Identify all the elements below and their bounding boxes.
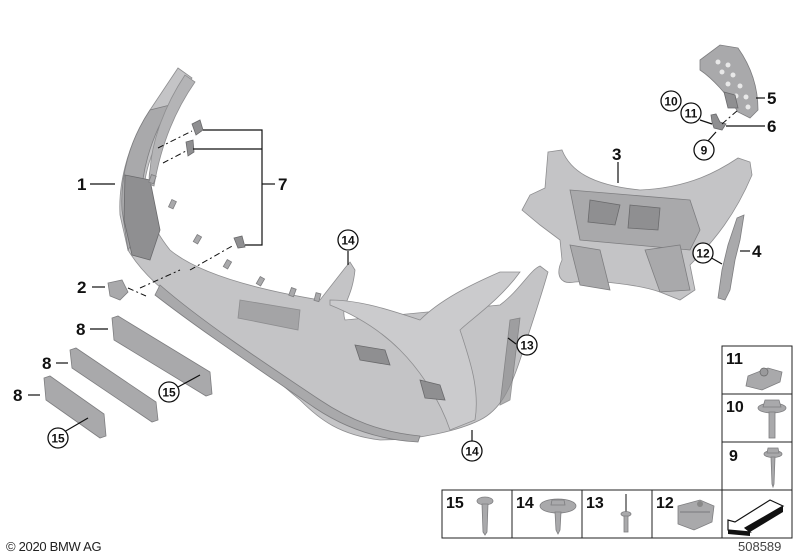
mounting-clips[interactable]: [185, 119, 246, 249]
svg-text:15: 15: [162, 386, 176, 400]
license-plate-bracket-1[interactable]: [111, 315, 213, 397]
fastener-cell-10[interactable]: 10: [726, 399, 787, 439]
hex-bolt-icon: [757, 399, 787, 439]
fastener-cell-13[interactable]: 13: [586, 494, 632, 533]
circled-callout-10: 10: [660, 90, 682, 112]
blind-rivet-icon: [620, 494, 632, 533]
bumper-trim-panel[interactable]: [119, 67, 549, 443]
svg-text:14: 14: [516, 495, 534, 512]
circled-callout-15-upper: 15: [158, 381, 180, 403]
fastener-cell-arrow: [727, 499, 785, 536]
circled-callout-11: 11: [680, 102, 702, 124]
svg-text:15: 15: [51, 432, 65, 446]
callout-5: 5: [767, 89, 776, 108]
svg-text:11: 11: [685, 107, 698, 121]
svg-text:14: 14: [465, 445, 479, 459]
svg-text:9: 9: [701, 144, 708, 158]
callout-8-b: 8: [42, 354, 51, 373]
svg-text:15: 15: [446, 495, 464, 512]
license-plate-bracket-3[interactable]: [43, 375, 107, 439]
direction-arrow-icon: [727, 499, 785, 536]
callout-8-a: 8: [76, 320, 85, 339]
fastener-table: 11 10 9 15: [441, 345, 793, 539]
fastener-cell-15[interactable]: 15: [446, 495, 494, 536]
svg-text:11: 11: [726, 351, 743, 368]
copyright-notice: © 2020 BMW AG: [6, 539, 102, 554]
callout-4: 4: [752, 242, 762, 261]
callout-2: 2: [77, 278, 86, 297]
svg-text:10: 10: [726, 399, 744, 416]
svg-text:13: 13: [586, 495, 604, 512]
bumper-support-carrier[interactable]: [521, 149, 753, 301]
callout-1: 1: [77, 175, 86, 194]
circled-callout-15-lower: 15: [47, 427, 69, 449]
circled-callout-12: 12: [692, 242, 714, 264]
svg-text:12: 12: [696, 247, 710, 261]
torx-screw-icon: [476, 496, 494, 536]
bracket-right[interactable]: [717, 214, 745, 301]
svg-text:13: 13: [520, 339, 534, 353]
svg-text:14: 14: [341, 234, 355, 248]
callout-6: 6: [767, 117, 776, 136]
tow-hook-cover[interactable]: [107, 279, 129, 301]
washer-screw-icon: [539, 498, 577, 535]
callout-8-c: 8: [13, 386, 22, 405]
callout-3: 3: [612, 145, 621, 164]
speed-nut-icon: [677, 499, 715, 531]
fastener-cell-9[interactable]: 9: [729, 447, 783, 489]
callout-7: 7: [278, 175, 287, 194]
svg-text:9: 9: [729, 448, 738, 465]
license-plate-bracket-2[interactable]: [69, 347, 159, 423]
fastener-cell-14[interactable]: 14: [516, 495, 577, 535]
circled-callout-14-bottom: 14: [461, 440, 483, 462]
svg-text:12: 12: [656, 495, 674, 512]
hex-screw-icon: [763, 447, 783, 489]
diagram-number: 508589: [738, 539, 782, 554]
svg-text:10: 10: [664, 95, 678, 109]
circled-callout-9: 9: [693, 139, 715, 161]
fastener-cell-11[interactable]: 11: [726, 351, 783, 391]
clip-nut-icon: [745, 367, 783, 391]
circled-callout-13: 13: [516, 334, 538, 356]
fastener-cell-12[interactable]: 12: [656, 495, 715, 531]
circled-callout-14-top: 14: [337, 229, 359, 251]
air-grille-mesh[interactable]: [699, 44, 759, 119]
small-bracket[interactable]: [710, 113, 727, 131]
